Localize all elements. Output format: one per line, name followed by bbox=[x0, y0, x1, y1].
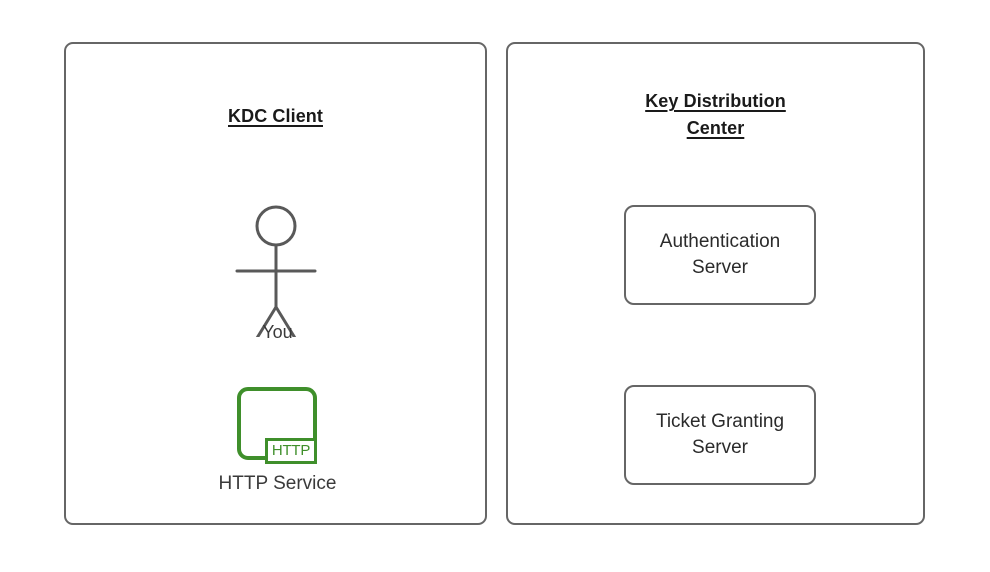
key-distribution-center-panel: Key Distribution Center Authentication S… bbox=[506, 42, 925, 525]
kdc-client-panel-title: KDC Client bbox=[66, 103, 485, 130]
http-badge-label: HTTP bbox=[265, 438, 317, 464]
actor-label: You bbox=[262, 322, 293, 342]
authentication-server-box: Authentication Server bbox=[624, 205, 816, 305]
ticket-granting-server-label: Ticket Granting Server bbox=[655, 411, 785, 458]
kdc-panel-title: Key Distribution Center bbox=[508, 88, 923, 142]
kdc-client-title-text: KDC Client bbox=[228, 106, 323, 126]
authentication-server-label: Authentication Server bbox=[659, 231, 781, 278]
kdc-client-panel: KDC Client You HTTP HTTP Service bbox=[64, 42, 487, 525]
stick-figure-person-icon bbox=[214, 157, 344, 337]
ticket-granting-server-box: Ticket Granting Server bbox=[624, 385, 816, 485]
http-service-icon: HTTP bbox=[235, 385, 319, 467]
kdc-title-text: Key Distribution Center bbox=[645, 91, 786, 138]
http-service-label: HTTP Service bbox=[218, 473, 337, 494]
